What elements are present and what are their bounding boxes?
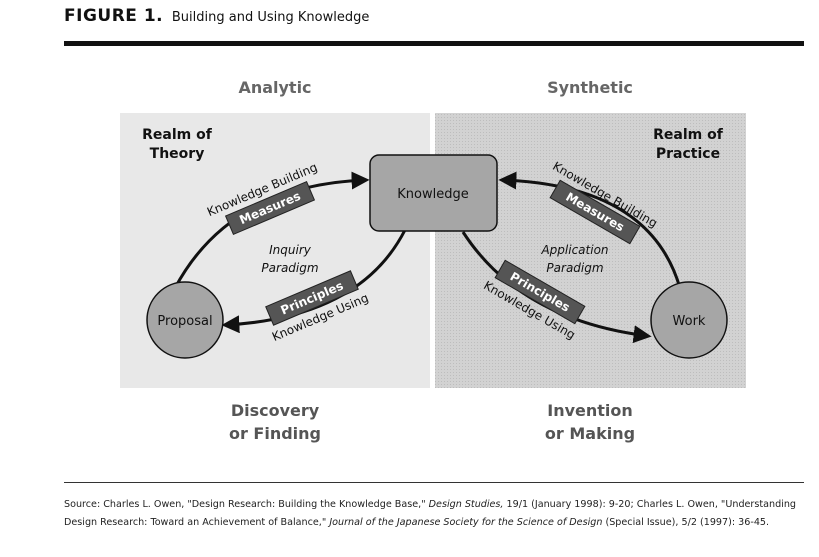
proposal-node-label: Proposal	[157, 314, 212, 329]
source-text-1: Source: Charles L. Owen, "Design Researc…	[64, 499, 429, 510]
footer-invention-line1: Invention	[547, 401, 633, 420]
inquiry-paradigm-line1: Inquiry	[269, 243, 312, 257]
source-journal-1: Design Studies,	[428, 499, 504, 510]
application-paradigm-line2: Paradigm	[546, 261, 603, 275]
source-text-2: 19/1 (January 1998): 9-20; Charles L. Ow…	[64, 499, 797, 528]
realm-theory-line1: Realm of	[142, 127, 213, 143]
footer-discovery-line1: Discovery	[231, 401, 320, 420]
work-node-label: Work	[673, 314, 706, 329]
realm-theory-line2: Theory	[150, 146, 205, 162]
footer-discovery-line2: or Finding	[229, 424, 321, 443]
header-analytic: Analytic	[238, 78, 311, 97]
source-citation: Source: Charles L. Owen, "Design Researc…	[64, 496, 804, 532]
footer-invention-line2: or Making	[545, 424, 635, 443]
figure-subtitle: Building and Using Knowledge	[171, 10, 370, 25]
left-measures-banner	[224, 180, 316, 236]
left-principles-banner	[265, 270, 359, 326]
right-measures-banner	[549, 179, 641, 245]
realm-practice-line1: Realm of	[653, 127, 724, 143]
knowledge-diagram: Analytic Synthetic Realm of Theory Realm…	[120, 78, 746, 443]
right-building-arrow	[498, 171, 682, 289]
header-synthetic: Synthetic	[547, 78, 633, 97]
source-rule	[64, 482, 804, 483]
right-principles-banner	[494, 259, 586, 325]
work-node	[650, 281, 728, 359]
knowledge-node-label: Knowledge	[397, 187, 468, 202]
figure-title: FIGURE 1. Building and Using Knowledge	[64, 6, 369, 26]
top-rule	[64, 41, 804, 46]
figure-label: FIGURE 1.	[64, 6, 164, 26]
inquiry-paradigm-line2: Paradigm	[261, 261, 318, 275]
realm-practice-line2: Practice	[656, 146, 720, 162]
source-text-3: (Special Issue), 5/2 (1997): 36-45.	[602, 517, 770, 528]
source-journal-2: Journal of the Japanese Society for the …	[329, 517, 603, 528]
knowledge-node	[369, 154, 498, 232]
application-paradigm-line1: Application	[540, 243, 608, 257]
proposal-node	[146, 281, 224, 359]
